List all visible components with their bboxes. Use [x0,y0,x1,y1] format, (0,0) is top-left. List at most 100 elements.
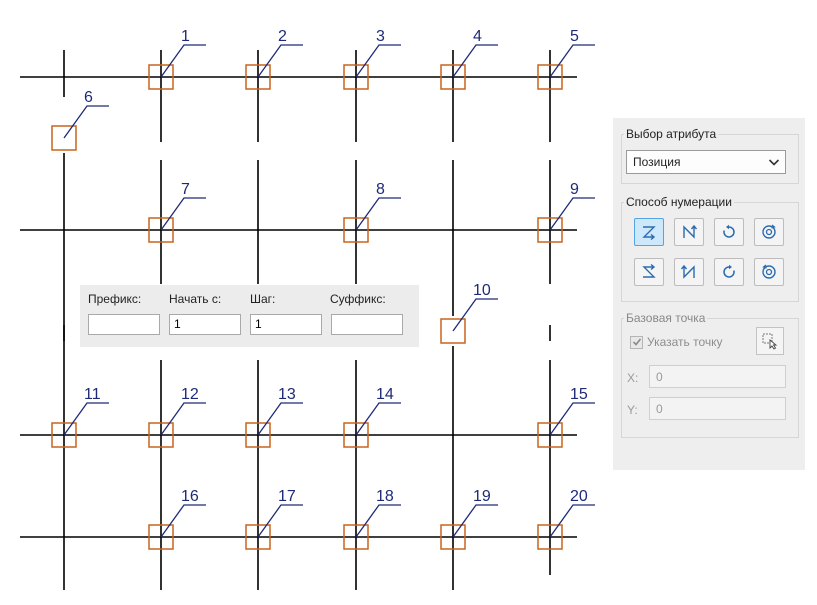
marker-box [148,524,174,550]
marker-box [537,524,563,550]
position-marker[interactable]: 16 [148,488,206,550]
base-point-group-title: Базовая точка [624,311,708,325]
specify-point-checkbox[interactable] [630,335,643,349]
zigzag-rows-reverse-icon [642,263,656,278]
leader-line [63,402,109,436]
position-marker[interactable]: 4 [440,28,498,90]
position-marker[interactable]: 14 [343,386,401,448]
leader-line [160,197,206,231]
check-icon [632,338,641,346]
position-marker[interactable]: 7 [148,181,206,243]
marker-box [148,64,174,90]
marker-number: 3 [376,28,385,45]
leader-line [355,402,401,436]
position-marker[interactable]: 12 [148,386,206,448]
zigzag-columns-icon [683,224,698,239]
method-columns-zigzag-button[interactable] [674,218,704,246]
marker-number: 5 [570,28,579,45]
marker-box [51,422,77,448]
marker-number: 15 [570,386,588,403]
spiral-in-icon [762,224,776,239]
position-marker[interactable]: 5 [537,28,595,90]
method-rotate-ccw-button[interactable] [714,218,744,246]
marker-number: 7 [181,181,190,198]
marker-box [148,217,174,243]
position-marker[interactable]: 6 [51,89,109,151]
leader-line [160,402,206,436]
leader-line [355,197,401,231]
marker-box [343,217,369,243]
marker-number: 12 [181,386,199,403]
marker-number: 17 [278,488,296,505]
marker-number: 19 [473,488,491,505]
method-rows-zigzag-reverse-button[interactable] [634,258,664,286]
y-label: Y: [627,403,638,417]
pick-point-cursor-icon [762,333,778,350]
position-marker[interactable]: 11 [51,386,109,448]
position-marker[interactable]: 2 [245,28,303,90]
marker-number: 13 [278,386,296,403]
leader-line [549,44,595,78]
position-marker[interactable]: 1 [148,28,206,90]
method-columns-zigzag-reverse-button[interactable] [674,258,704,286]
numbering-method-group [621,202,799,302]
step-input[interactable]: 1 [250,314,322,335]
marker-box [537,64,563,90]
position-marker[interactable]: 13 [245,386,303,448]
marker-box [148,422,174,448]
leader-line [257,402,303,436]
zigzag-columns-reverse-icon [680,264,695,279]
marker-box [343,422,369,448]
prefix-input[interactable] [88,314,160,335]
method-spiral-in-button[interactable] [754,218,784,246]
position-marker[interactable]: 17 [245,488,303,550]
position-marker[interactable]: 20 [537,488,595,550]
method-rotate-cw-button[interactable] [714,258,744,286]
position-marker[interactable]: 19 [440,488,498,550]
start-input[interactable]: 1 [169,314,241,335]
chevron-down-icon [768,159,780,166]
attribute-select[interactable]: Позиция [626,150,786,174]
marker-box [440,64,466,90]
marker-box [245,524,271,550]
marker-number: 18 [376,488,394,505]
specify-point-checkbox-row[interactable]: Указать точку [630,335,723,349]
suffix-input[interactable] [331,314,403,335]
leader-line [549,197,595,231]
position-marker[interactable]: 18 [343,488,401,550]
position-marker[interactable]: 8 [343,181,401,243]
step-label: Шаг: [250,292,276,306]
marker-number: 10 [473,282,491,299]
leader-line [549,504,595,538]
marker-box [51,125,77,151]
method-spiral-out-button[interactable] [754,258,784,286]
position-marker[interactable]: 10 [440,282,498,344]
numbering-method-group-title: Способ нумерации [624,195,734,209]
marker-number: 6 [84,89,93,106]
leader-line [355,504,401,538]
leader-line [452,298,498,332]
zigzag-rows-icon [642,226,656,241]
method-rows-zigzag-button[interactable] [634,218,664,246]
marker-box [343,524,369,550]
marker-number: 8 [376,181,385,198]
x-label: X: [627,371,639,385]
rotate-ccw-icon [723,224,735,238]
position-marker[interactable]: 15 [537,386,595,448]
marker-number: 20 [570,488,588,505]
marker-box [245,64,271,90]
suffix-label: Суффикс: [330,292,386,306]
marker-box [245,422,271,448]
marker-number: 9 [570,181,579,198]
attribute-select-value: Позиция [633,155,681,169]
leader-line [257,504,303,538]
marker-number: 16 [181,488,199,505]
pick-point-button[interactable] [756,327,784,355]
marker-box [343,64,369,90]
position-marker[interactable]: 9 [537,181,595,243]
position-marker[interactable]: 3 [343,28,401,90]
leader-line [160,504,206,538]
marker-number: 14 [376,386,394,403]
marker-number: 2 [278,28,287,45]
numbering-fields-panel: Префикс: Начать с: Шаг: Суффикс: 1 1 [80,285,419,347]
